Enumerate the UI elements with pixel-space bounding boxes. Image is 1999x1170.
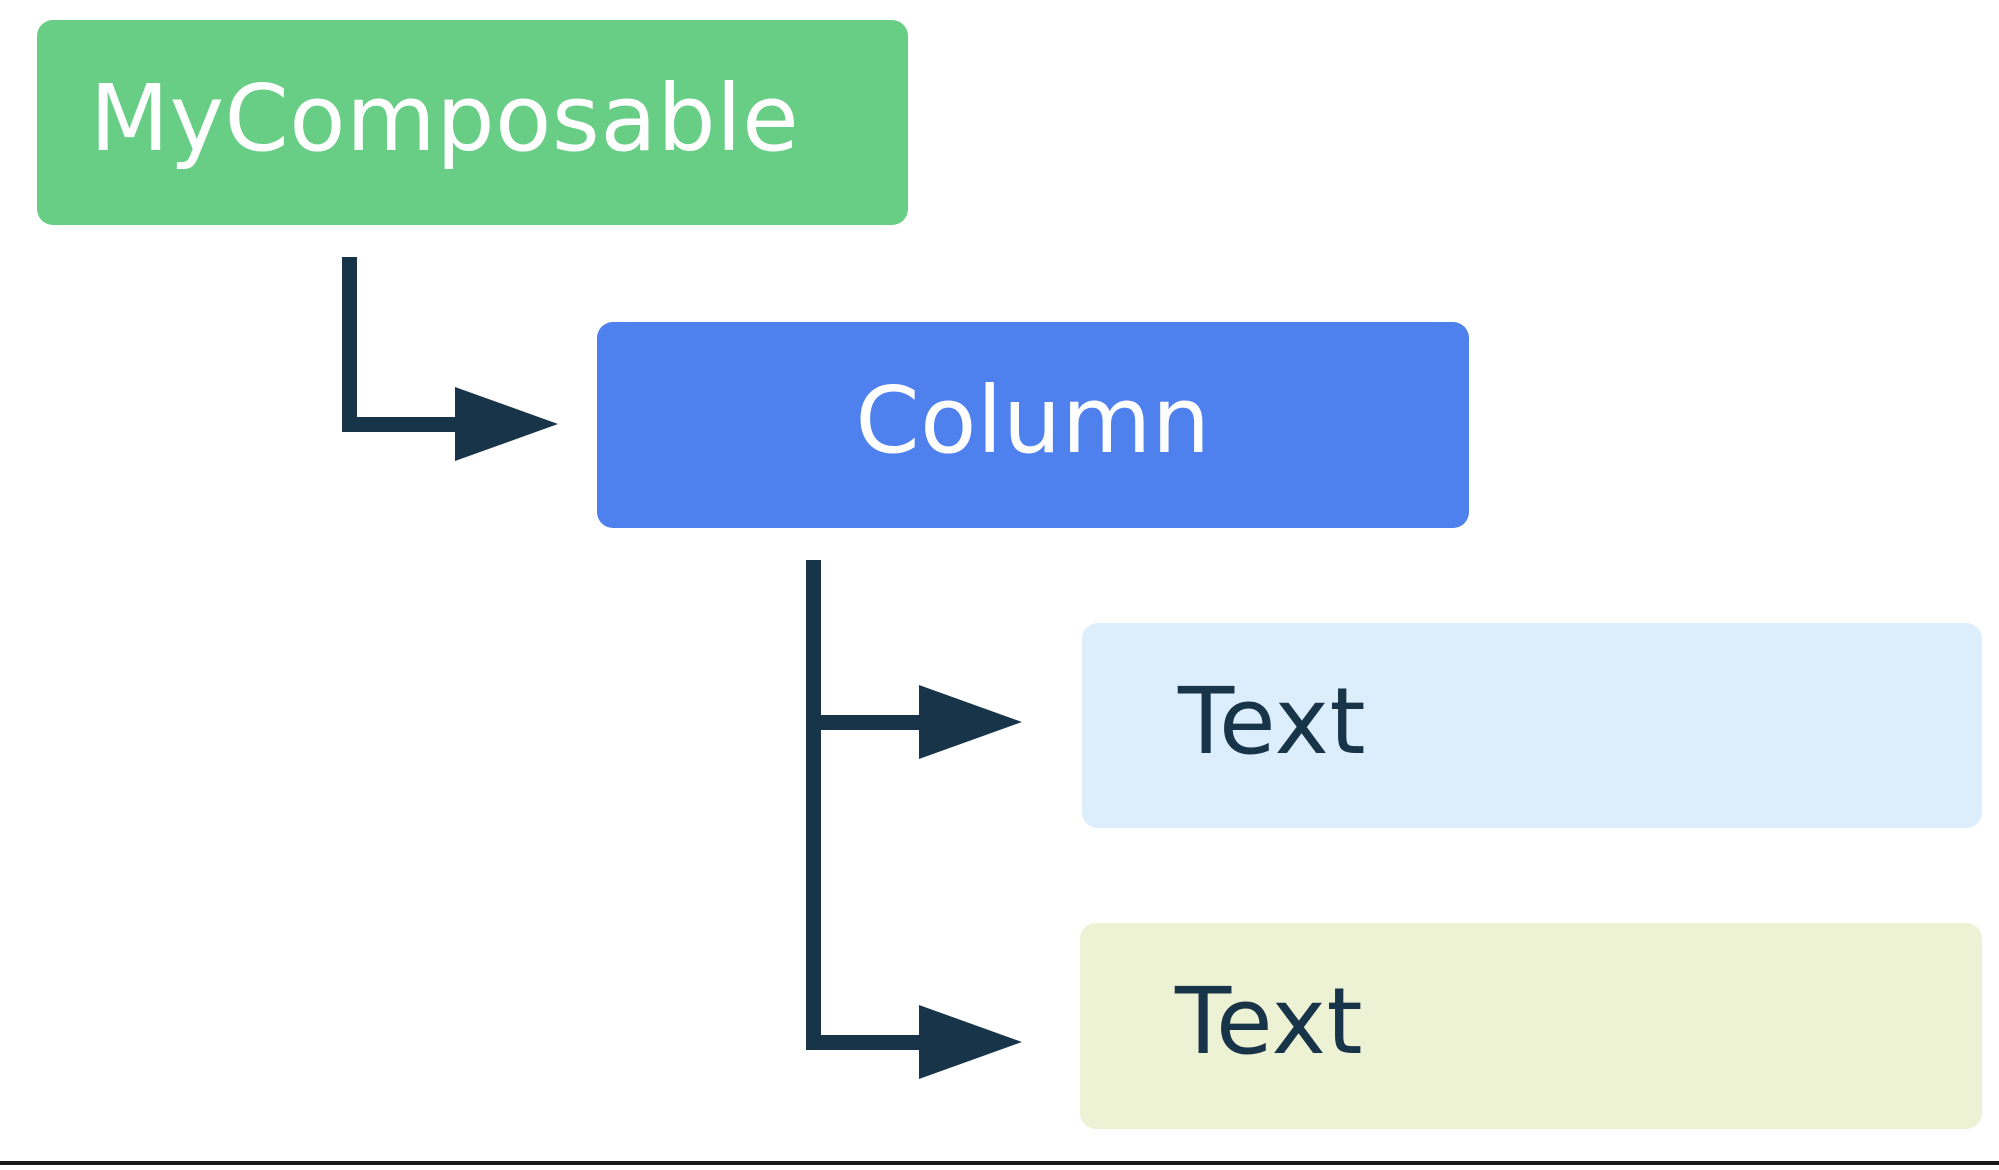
node-column-label: Column	[855, 367, 1211, 474]
node-text-2[interactable]: Text	[1080, 923, 1982, 1129]
arrow-right-icon	[919, 685, 1022, 759]
edge-root-column-vertical-segment	[342, 257, 357, 432]
edge-column-children-trunk-segment	[806, 560, 821, 1050]
edge-root-column-horizontal-segment	[342, 417, 458, 432]
arrow-right-icon	[455, 387, 558, 461]
node-column[interactable]: Column	[597, 322, 1469, 528]
node-my-composable-label: MyComposable	[89, 64, 800, 172]
node-text-2-label: Text	[1174, 968, 1364, 1075]
arrow-right-icon	[919, 1005, 1022, 1079]
node-text-1[interactable]: Text	[1082, 623, 1982, 828]
node-my-composable[interactable]: MyComposable	[37, 20, 908, 225]
edge-column-text1-horizontal-segment	[806, 715, 922, 730]
page-bottom-rule	[0, 1161, 1999, 1165]
node-text-1-label: Text	[1177, 667, 1367, 775]
edge-column-text2-horizontal-segment	[806, 1035, 922, 1050]
